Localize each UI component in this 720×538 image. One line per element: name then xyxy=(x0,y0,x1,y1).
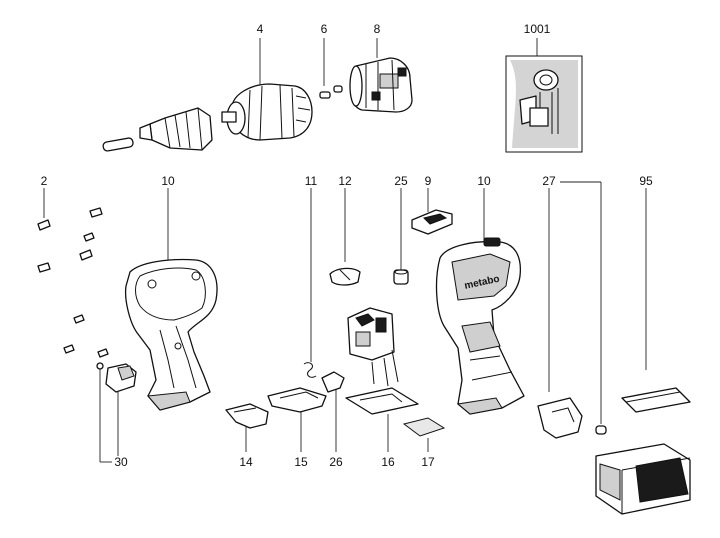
housing-left-part-10 xyxy=(124,258,218,411)
switch-part-9 xyxy=(411,209,453,235)
callout-12: 12 xyxy=(337,174,353,188)
callout-95: 95 xyxy=(638,174,654,188)
slide-part-14 xyxy=(225,403,269,429)
callout-9: 9 xyxy=(423,174,433,188)
label-part-17 xyxy=(402,417,446,437)
electronics-part-16 xyxy=(345,307,419,415)
inset-box-1001 xyxy=(505,55,583,153)
switch-part-30 xyxy=(96,362,137,393)
callout-27: 27 xyxy=(541,174,557,188)
screw-part-6 xyxy=(319,85,343,99)
battery-pack xyxy=(595,443,691,515)
screws-part-2 xyxy=(37,207,109,358)
callout-15: 15 xyxy=(293,455,309,469)
callout-17: 17 xyxy=(420,455,436,469)
motor-part-8 xyxy=(349,57,413,113)
gearbox-part-4 xyxy=(221,83,313,141)
plate-part-15 xyxy=(267,387,327,413)
callout-8: 8 xyxy=(372,22,382,36)
cover-part-95 xyxy=(621,387,691,413)
callout-10-left: 10 xyxy=(160,174,176,188)
clip-part-26 xyxy=(321,371,345,393)
leader-lines xyxy=(43,38,647,463)
callout-6: 6 xyxy=(319,22,329,36)
belt-clip-part-27 xyxy=(537,397,583,439)
callout-2: 2 xyxy=(39,174,49,188)
callout-14: 14 xyxy=(238,455,254,469)
housing-right-part-10: metabo xyxy=(435,237,525,415)
callout-10-right: 10 xyxy=(476,174,492,188)
callout-26: 26 xyxy=(328,455,344,469)
callout-11: 11 xyxy=(303,174,319,188)
callout-1001: 1001 xyxy=(522,22,552,36)
slide-part-12 xyxy=(329,267,361,286)
callout-16: 16 xyxy=(380,455,396,469)
chuck-assembly xyxy=(102,107,213,152)
screw-part-27 xyxy=(595,425,607,435)
bushing-part-25 xyxy=(393,269,409,285)
spring-part-11 xyxy=(303,362,317,378)
callout-30: 30 xyxy=(113,455,129,469)
callout-25: 25 xyxy=(393,174,409,188)
callout-4: 4 xyxy=(255,22,265,36)
